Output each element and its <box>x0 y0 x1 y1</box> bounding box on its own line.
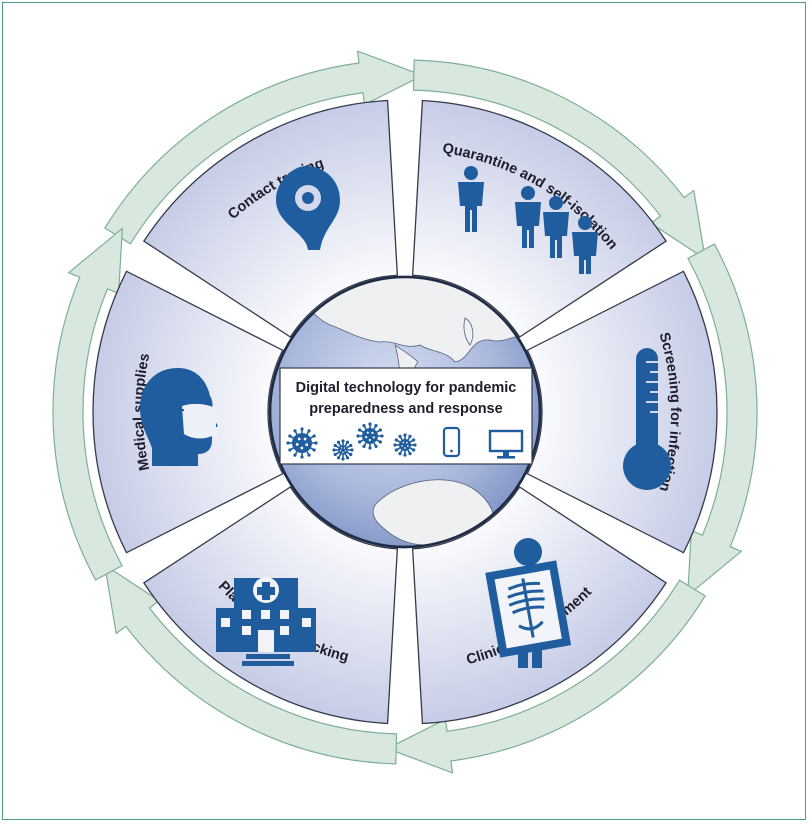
people-icon <box>458 166 598 274</box>
cycle-arrows <box>52 50 758 774</box>
segment-0 <box>143 99 399 338</box>
virus-icon <box>286 427 318 459</box>
hospital-icon <box>216 577 316 666</box>
location-pin-icon <box>276 166 340 250</box>
cycle-arrow <box>52 227 124 581</box>
center-title-line1: Digital technology for pandemic <box>296 380 517 396</box>
thermometer-icon <box>623 348 671 490</box>
center-icons <box>286 422 524 461</box>
center-label: Digital technology for pandemic prepared… <box>279 367 533 465</box>
x-ray-icon <box>485 538 572 668</box>
center-title-line2: preparedness and response <box>309 401 502 417</box>
face-mask-icon <box>140 368 220 466</box>
virus-icon <box>356 422 384 450</box>
virus-icon <box>393 433 417 457</box>
monitor-icon <box>488 429 524 459</box>
smartphone-icon <box>442 426 461 458</box>
segment-2 <box>526 270 718 554</box>
virus-icon <box>332 439 354 461</box>
